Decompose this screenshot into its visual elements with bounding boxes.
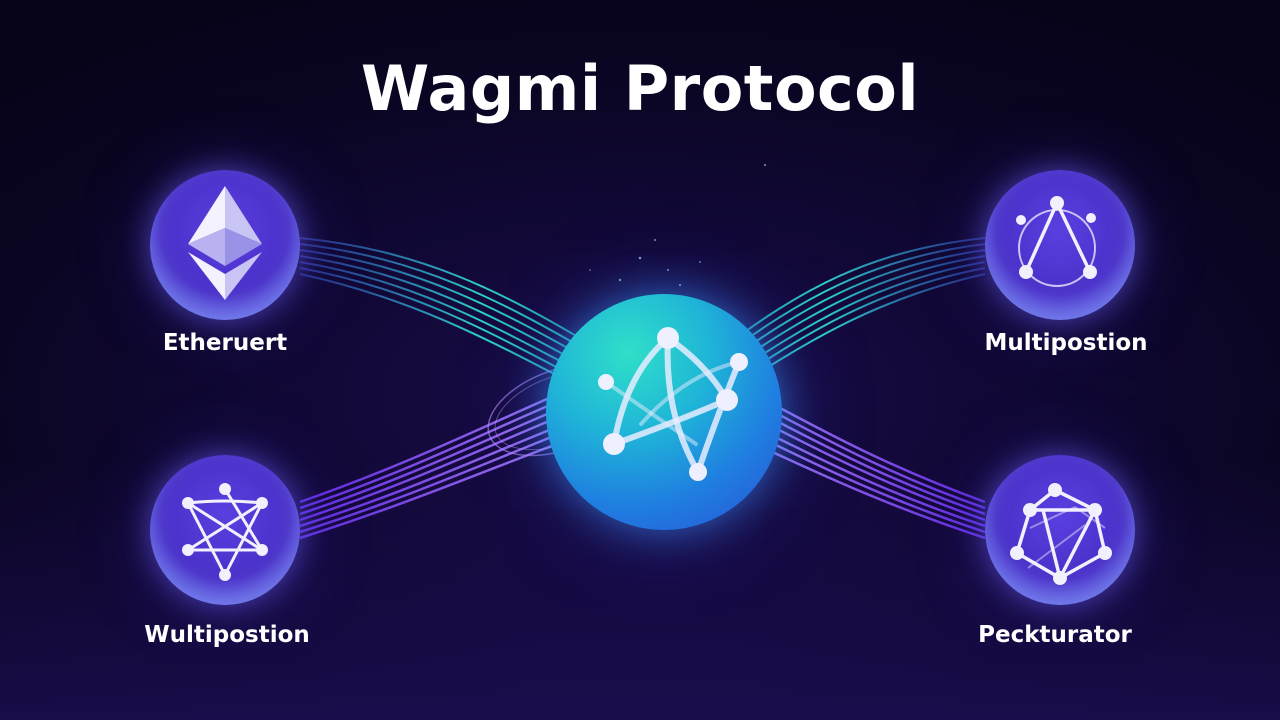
- node-label-peckturator: Peckturator: [978, 622, 1132, 648]
- network-triangle-icon: [598, 327, 748, 481]
- node-label-etheruert: Etheruert: [162, 330, 288, 356]
- node-multipostion[interactable]: [985, 170, 1135, 320]
- node-wultipostion[interactable]: [150, 455, 300, 605]
- circle-triangle-network-icon: [1016, 196, 1097, 287]
- node-label-multipostion: Multipostion: [984, 330, 1148, 356]
- pentagon-network-icon: [1010, 483, 1112, 585]
- node-peckturator[interactable]: [985, 455, 1135, 605]
- node-etheruert[interactable]: [150, 170, 300, 320]
- protocol-hub[interactable]: [546, 294, 782, 530]
- node-label-wultipostion: Wultipostion: [144, 622, 310, 648]
- ethereum-icon: [188, 186, 262, 300]
- page-title: Wagmi Protocol: [360, 52, 920, 125]
- star-network-icon: [182, 483, 268, 581]
